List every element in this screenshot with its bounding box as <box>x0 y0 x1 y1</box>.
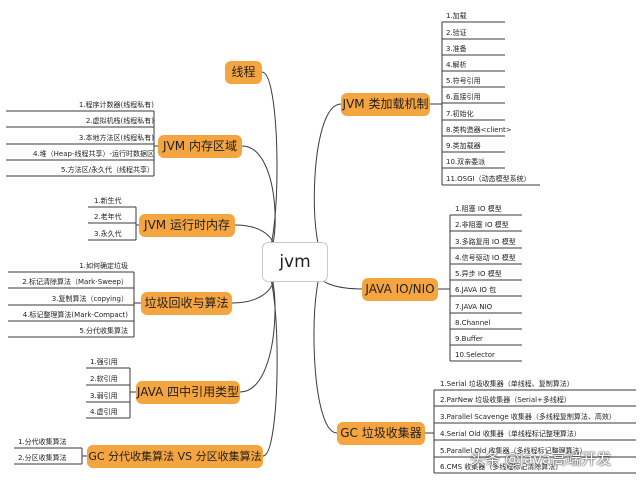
io-leaf-8: 8.Channel <box>455 319 491 327</box>
class-loading-leaf-11: 11.OSGI（动态模型系统） <box>446 175 531 183</box>
class-loading-leaf-4: 4.解析 <box>446 61 467 69</box>
memory-leaf-1: 1.程序计数器(线程私有) <box>78 101 154 109</box>
branch-class-loading <box>313 103 342 263</box>
class-loading-leaf-1: 1.加载 <box>446 12 467 20</box>
io-leaf-1: 1.阻塞 IO 模型 <box>455 205 502 213</box>
collector-leaf-5: 5.Parallel Old 收集器（多线程标记整理算法） <box>440 447 587 455</box>
io-leaf-5: 5.异步 IO 模型 <box>455 270 502 278</box>
collector-leaf-3: 3.Parallel Scavenge 收集器（多线程复制算法、高效） <box>440 413 616 421</box>
topic-jvm-memory[interactable]: JVM 内存区域 <box>158 135 242 158</box>
class-loading-leaf-6: 6.直接引用 <box>446 93 481 101</box>
memory-leaf-5: 5.方法区/永久代（线程共享） <box>60 166 154 174</box>
class-loading-leaf-7: 7.初始化 <box>446 110 474 118</box>
class-loading-leaf-10: 10.双亲委派 <box>446 158 486 166</box>
memory-leaf-2: 2.虚拟机栈(线程私有) <box>85 117 154 125</box>
io-leaf-4: 4.信号驱动 IO 模型 <box>455 254 516 262</box>
root-node[interactable]: jvm <box>262 242 328 282</box>
topic-class-loading[interactable]: JVM 类加载机制 <box>341 93 430 116</box>
partition-leaf-2: 2.分区收集算法 <box>18 454 67 462</box>
runtime-ticks <box>88 206 136 241</box>
runtime-leaf-1: 1.新生代 <box>94 197 122 205</box>
gc-algo-leaf-1: 1.如何确定垃圾 <box>79 262 128 270</box>
class-loading-leaf-9: 9.类加载器 <box>446 142 481 150</box>
refs-leaf-4: 4.虚引用 <box>90 408 118 416</box>
gc-algo-leaf-4: 4.标记整理算法(Mark-Compact) <box>22 311 128 319</box>
class-loading-leaf-2: 2.验证 <box>446 29 467 37</box>
io-leaf-9: 9.Buffer <box>455 335 483 343</box>
collector-leaf-6: 6.CMS 收集器（多线程标记清除算法） <box>440 463 563 471</box>
collector-leaf-1: 1.Serial 垃圾收集器（单线程、复制算法） <box>440 380 574 388</box>
refs-leaf-1: 1.强引用 <box>90 358 118 366</box>
partition-ticks <box>14 447 82 465</box>
partition-leaf-1: 1.分代收集算法 <box>18 438 67 446</box>
watermark: 头条 @java高端开发 <box>470 450 612 468</box>
io-leaf-6: 6.JAVA IO 包 <box>455 286 497 294</box>
topic-gc-partition[interactable]: GC 分代收集算法 VS 分区收集算法 <box>87 445 263 468</box>
class-loading-leaf-8: 8.类构造器<client> <box>446 126 512 134</box>
topic-java-io[interactable]: JAVA IO/NIO <box>362 278 438 301</box>
runtime-leaf-2: 2.老年代 <box>94 213 122 221</box>
topic-thread[interactable]: 线程 <box>225 61 262 84</box>
memory-leaf-4: 4.堆（Heap-线程共享）-运行时数据区 <box>32 150 154 158</box>
io-leaf-7: 7.JAVA NIO <box>455 303 493 311</box>
gc-algo-leaf-5: 5.分代收集算法 <box>79 327 128 335</box>
gc-algo-leaf-3: 3.复制算法（copying） <box>51 295 128 303</box>
collector-leaf-4: 4.Serial Old 收集器（单线程标记整理算法） <box>440 430 581 438</box>
gc-algo-leaf-2: 2.标记清除算法（Mark-Sweep） <box>22 278 128 286</box>
io-leaf-3: 3.多路复用 IO 模型 <box>455 238 516 246</box>
topic-gc-collectors[interactable]: GC 垃圾收集器 <box>337 422 425 445</box>
memory-leaf-3: 3.本地方法区(线程私有) <box>78 134 154 142</box>
topic-gc-algo[interactable]: 垃圾回收与算法 <box>141 292 232 315</box>
io-leaf-10: 10.Selector <box>455 351 495 359</box>
topic-jvm-runtime[interactable]: JVM 运行时内存 <box>139 214 235 237</box>
refs-leaf-2: 2.软引用 <box>90 375 118 383</box>
branch-gc-partition <box>261 261 278 457</box>
topic-java-refs[interactable]: JAVA 四中引用类型 <box>136 381 240 404</box>
class-loading-leaf-3: 3.准备 <box>446 45 467 53</box>
branch-gc-collectors <box>313 261 338 434</box>
refs-leaf-3: 3.弱引用 <box>90 392 118 400</box>
runtime-leaf-3: 3.永久代 <box>94 230 122 238</box>
class-loading-leaf-5: 5.符号引用 <box>446 77 481 85</box>
io-leaf-2: 2.非阻塞 IO 模型 <box>455 221 509 229</box>
collector-leaf-2: 2.ParNew 垃圾收集器（Serial+多线程） <box>440 396 571 404</box>
refs-ticks <box>86 367 130 419</box>
